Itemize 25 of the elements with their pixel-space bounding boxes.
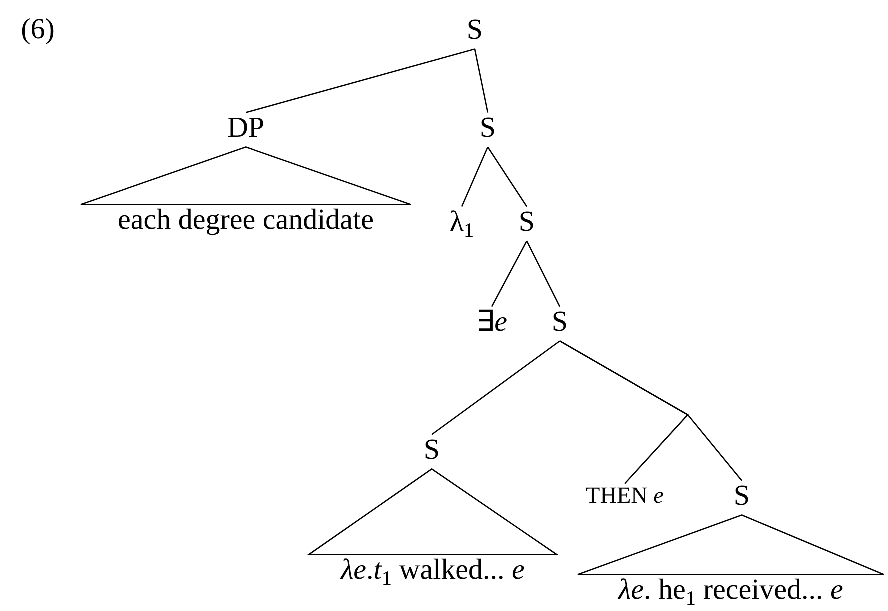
example-number: (6) bbox=[21, 14, 55, 46]
tree-branch bbox=[474, 49, 489, 113]
tree-node-label: S bbox=[518, 204, 536, 240]
tree-node-label: λe.t$_{1}$ walked... e bbox=[341, 552, 525, 588]
tree-node-label: S bbox=[480, 110, 496, 146]
triangle-branch bbox=[80, 146, 412, 206]
triangle-branch bbox=[577, 514, 885, 576]
tree-branch bbox=[491, 240, 528, 308]
tree-branch bbox=[432, 340, 560, 436]
triangle-branch bbox=[306, 468, 560, 556]
tree-node-label: S bbox=[734, 478, 750, 514]
tree-node-label: THEN e bbox=[586, 482, 664, 510]
tree-node-label: S bbox=[466, 12, 484, 48]
tree-node-label: each degree candidate bbox=[118, 202, 374, 238]
tree-branch bbox=[560, 340, 742, 482]
tree-node-label: S bbox=[552, 304, 568, 340]
tree-node-label: S bbox=[424, 432, 440, 468]
tree-node-label: λe. he$_{1}$ received... e bbox=[618, 572, 844, 608]
tree-node-label: ∃e bbox=[476, 304, 508, 340]
tree-node-label: DP bbox=[227, 110, 265, 146]
tree-branch bbox=[461, 146, 489, 208]
tree-node-label: λ$_{1}$ bbox=[450, 204, 474, 240]
tree-branch bbox=[246, 48, 476, 114]
tree-branch bbox=[487, 146, 528, 208]
tree-branch bbox=[526, 240, 561, 308]
